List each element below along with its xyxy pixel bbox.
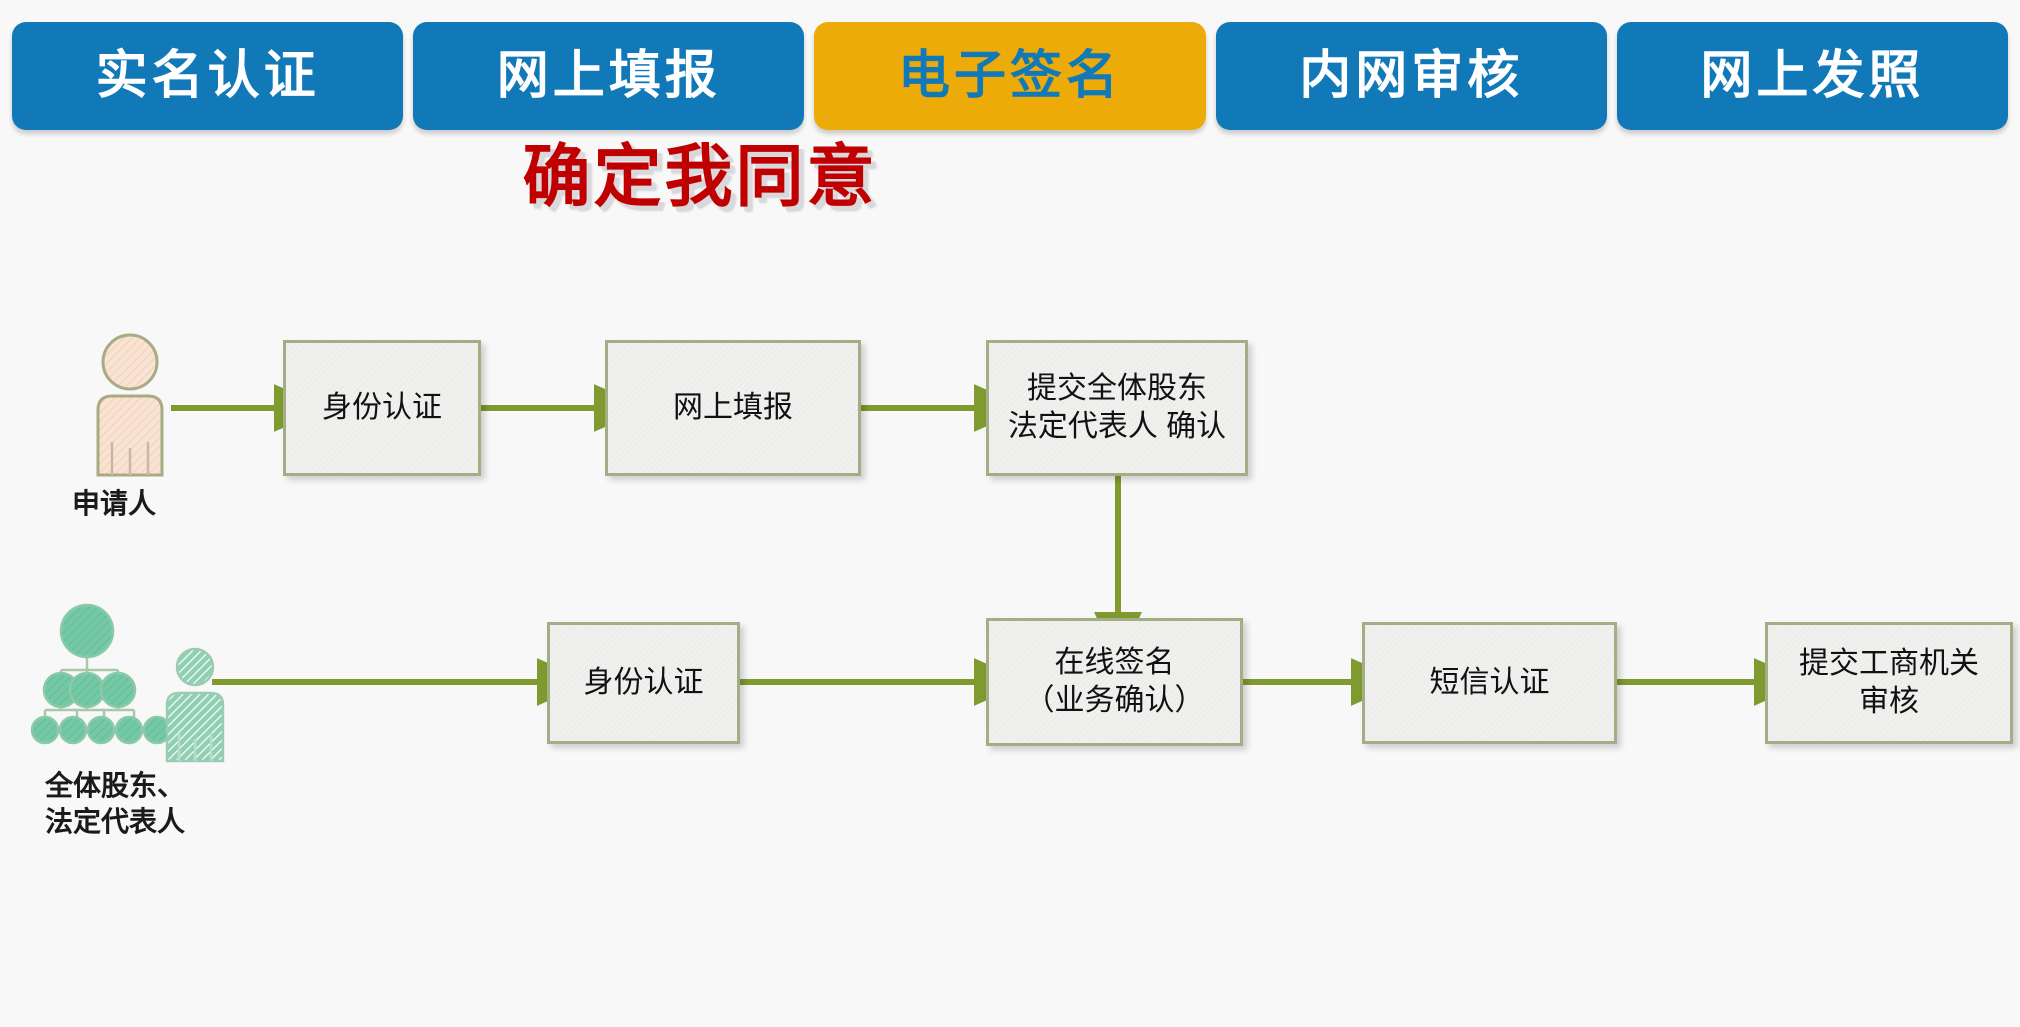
tab-online-form[interactable]: 网上填报 xyxy=(413,22,805,130)
node-label: 短信认证 xyxy=(1429,666,1550,700)
applicant-person-icon xyxy=(96,333,164,477)
node-online-form[interactable]: 网上填报 xyxy=(605,340,861,476)
node-label: 网上填报 xyxy=(673,391,793,425)
legal-representative-person-icon xyxy=(165,647,225,763)
node-label: 提交全体股东 法定代表人 确认 xyxy=(1007,372,1227,443)
tab-intranet-review[interactable]: 内网审核 xyxy=(1215,22,1607,130)
node-label: 提交工商机关 审核 xyxy=(1799,647,1979,718)
step-tab-bar: 实名认证 网上填报 电子签名 内网审核 网上发照 xyxy=(12,22,2009,130)
tab-real-name-auth[interactable]: 实名认证 xyxy=(12,22,404,130)
node-sms-auth[interactable]: 短信认证 xyxy=(1362,622,1617,744)
node-submit-confirm[interactable]: 提交全体股东 法定代表人 确认 xyxy=(986,340,1248,476)
applicant-label: 申请人 xyxy=(72,488,157,519)
node-id-auth-2[interactable]: 身份认证 xyxy=(547,622,740,744)
node-label: 身份认证 xyxy=(322,391,442,425)
tab-label: 实名认证 xyxy=(95,47,320,105)
shareholders-label: 全体股东、 法定代表人 xyxy=(45,770,186,838)
tab-label: 网上发照 xyxy=(1700,47,1925,105)
node-label: 身份认证 xyxy=(583,666,704,700)
tab-online-license[interactable]: 网上发照 xyxy=(1616,22,2009,130)
node-id-auth-1[interactable]: 身份认证 xyxy=(283,340,481,476)
node-online-sign[interactable]: 在线签名 （业务确认） xyxy=(986,618,1243,746)
tab-electronic-signature[interactable]: 电子签名 xyxy=(814,22,1206,130)
tab-label: 内网审核 xyxy=(1299,47,1524,105)
node-label: 在线签名 （业务确认） xyxy=(1024,646,1205,717)
tab-label: 网上填报 xyxy=(496,47,721,105)
tab-label: 电子签名 xyxy=(898,47,1123,105)
node-submit-review[interactable]: 提交工商机关 审核 xyxy=(1765,622,2013,744)
page-title: 确定我同意 xyxy=(522,139,878,215)
